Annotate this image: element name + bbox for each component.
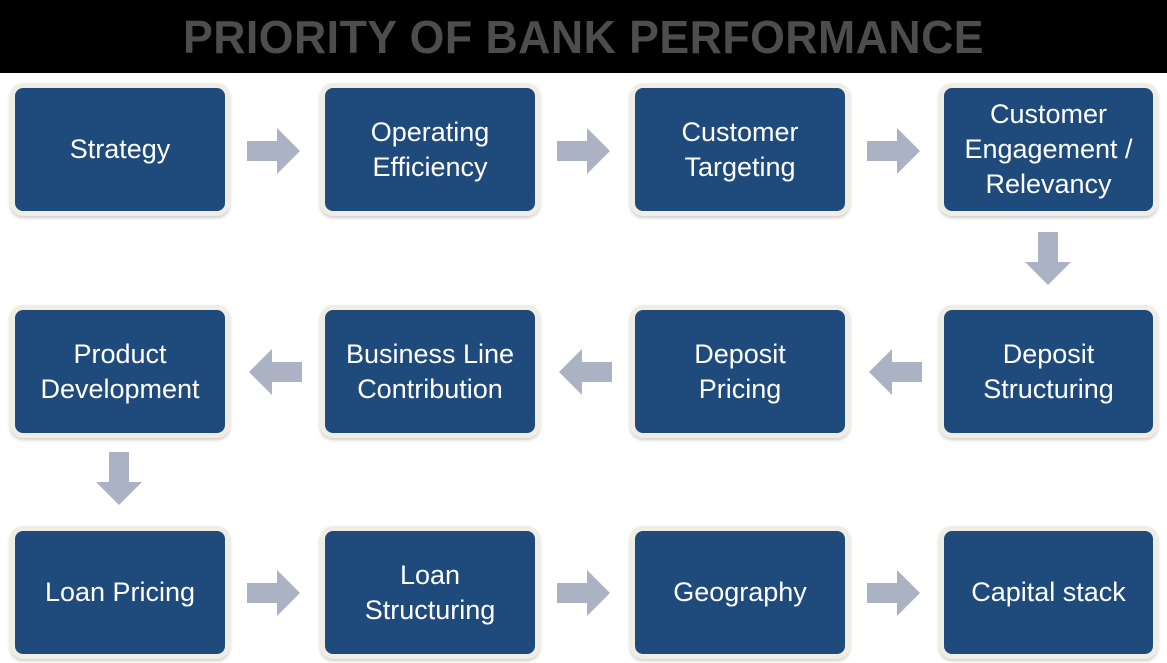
arrow-row2-to-row3	[96, 452, 142, 505]
box-line: Deposit	[1002, 338, 1095, 369]
process-box-loan-structuring[interactable]: Loan Structuring	[320, 526, 540, 659]
process-box-business-line-contribution[interactable]: Business Line Contribution	[320, 305, 540, 438]
arrow-row1-operating-to-targeting	[557, 128, 610, 174]
box-line: Targeting	[684, 151, 796, 182]
arrow-row2-contribution-to-product	[249, 349, 302, 395]
box-line: Structuring	[364, 594, 496, 625]
box-line: Customer	[989, 99, 1108, 129]
arrow-row3-loanpricing-to-loanstructuring	[247, 570, 300, 616]
box-line: Operating	[370, 116, 490, 147]
box-line: Development	[40, 373, 200, 404]
box-line: Loan	[399, 559, 461, 590]
page-title: PRIORITY OF BANK PERFORMANCE	[182, 10, 985, 63]
arrow-row2-structuring-to-pricing	[869, 349, 922, 395]
box-line: Structuring	[983, 373, 1114, 404]
box-line: Loan Pricing	[44, 577, 196, 607]
process-box-product-development[interactable]: Product Development	[10, 305, 230, 438]
process-box-capital-stack[interactable]: Capital stack	[939, 526, 1158, 659]
box-line: Contribution	[357, 373, 503, 404]
box-line: Strategy	[69, 134, 171, 164]
box-line: Engagement /	[964, 134, 1133, 164]
process-box-deposit-structuring[interactable]: Deposit Structuring	[939, 305, 1158, 438]
box-line: Capital stack	[971, 577, 1126, 607]
title-banner: PRIORITY OF BANK PERFORMANCE	[0, 0, 1167, 73]
box-line: Product	[73, 338, 167, 369]
arrow-row1-strategy-to-operating	[247, 128, 300, 174]
process-box-customer-engagement-relevancy[interactable]: Customer Engagement / Relevancy	[939, 83, 1158, 216]
process-box-customer-targeting[interactable]: Customer Targeting	[630, 83, 850, 216]
box-line: Customer	[681, 116, 799, 147]
box-line: Relevancy	[985, 169, 1112, 199]
arrow-row1-to-row2	[1025, 232, 1071, 285]
box-line: Geography	[673, 577, 807, 607]
process-box-strategy[interactable]: Strategy	[10, 83, 230, 216]
box-line: Efficiency	[372, 151, 488, 182]
process-box-geography[interactable]: Geography	[630, 526, 850, 659]
box-line: Deposit	[694, 338, 786, 369]
process-box-loan-pricing[interactable]: Loan Pricing	[10, 526, 230, 659]
arrow-row3-loanstructuring-to-geography	[557, 570, 610, 616]
box-line: Pricing	[698, 373, 782, 404]
process-box-operating-efficiency[interactable]: Operating Efficiency	[320, 83, 540, 216]
arrow-row2-pricing-to-contribution	[559, 349, 612, 395]
arrow-row3-geography-to-capitalstack	[867, 570, 920, 616]
arrow-row1-targeting-to-engagement	[867, 128, 920, 174]
process-box-deposit-pricing[interactable]: Deposit Pricing	[630, 305, 850, 438]
box-line: Business Line	[345, 338, 515, 369]
